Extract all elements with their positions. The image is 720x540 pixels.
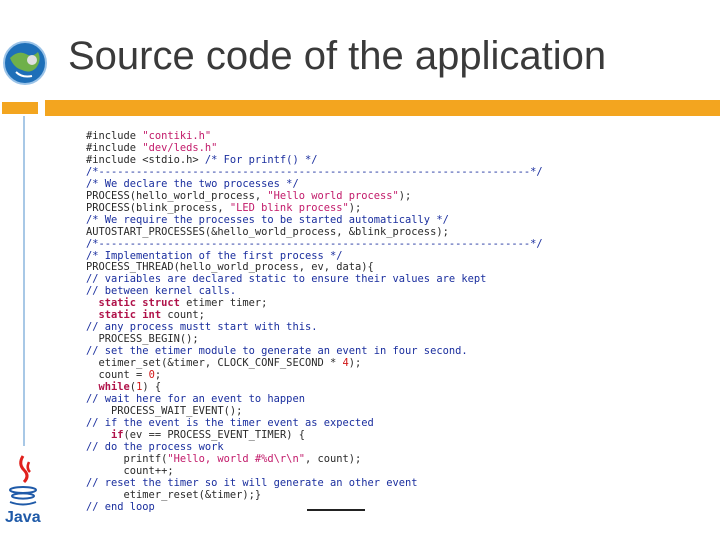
code-token: // set the etimer module to generate an … — [86, 345, 468, 358]
code-token: while — [98, 381, 130, 394]
code-token: etimer_set(&timer, CLOCK_CONF_SECOND * — [86, 357, 343, 370]
code-token: #include — [86, 130, 143, 142]
code-line: count++; — [86, 465, 174, 477]
code-token: PROCESS_THREAD(hello_world_process, ev, … — [86, 261, 374, 274]
code-token: "Hello, world #%d\r\n" — [167, 452, 305, 465]
source-code-block: #include "contiki.h" #include "dev/leds.… — [86, 130, 543, 514]
code-line: // any process mustt start with this. — [86, 321, 317, 333]
code-line: /* Implementation of the first process *… — [86, 250, 342, 262]
code-token: PROCESS(blink_process, — [86, 201, 230, 214]
code-line: PROCESS(blink_process, "LED blink proces… — [86, 202, 361, 214]
code-token: PROCESS_WAIT_EVENT(); — [86, 404, 243, 417]
code-line: PROCESS_WAIT_EVENT(); — [86, 405, 242, 417]
slide-title: Source code of the application — [68, 34, 607, 78]
code-token — [86, 381, 99, 393]
code-token: // end loop — [86, 500, 155, 513]
code-line: /* We declare the two processes */ — [86, 178, 299, 190]
code-token: // reset the timer so it will generate a… — [86, 476, 418, 489]
code-line: // variables are declared static to ensu… — [86, 273, 486, 285]
code-token: if — [111, 428, 124, 441]
code-line: PROCESS_BEGIN(); — [86, 333, 199, 345]
code-token: PROCESS(hello_world_process, — [86, 189, 268, 202]
code-token — [86, 297, 99, 309]
code-token: "Hello world process" — [267, 189, 399, 202]
code-line: // set the etimer module to generate an … — [86, 345, 468, 357]
code-token: ) { — [142, 381, 162, 394]
code-token: AUTOSTART_PROCESSES(&hello_world_process… — [86, 225, 449, 238]
code-line: // reset the timer so it will generate a… — [86, 477, 418, 489]
code-token: /*--------------------------------------… — [86, 165, 543, 178]
code-line: // end loop — [86, 501, 155, 513]
code-line: PROCESS_THREAD(hello_world_process, ev, … — [86, 261, 374, 274]
code-line: #include "dev/leds.h" — [86, 142, 217, 154]
code-token: , count); — [304, 452, 362, 465]
code-token: etimer timer; — [179, 297, 268, 310]
code-token: ); — [348, 201, 362, 214]
underline-mark — [307, 509, 365, 511]
code-token: // between kernel calls. — [86, 285, 237, 298]
java-logo-text: Java — [5, 509, 41, 526]
code-token: "contiki.h" — [142, 130, 212, 142]
code-token — [86, 309, 99, 321]
code-line: etimer_reset(&timer);} — [86, 488, 262, 501]
code-token: static int — [98, 309, 162, 322]
code-line: // if the event is the timer event as ex… — [86, 417, 374, 429]
code-token: // if the event is the timer event as ex… — [86, 416, 374, 429]
code-token: #include — [86, 141, 143, 154]
code-token: /* We declare the two processes */ — [86, 177, 299, 190]
code-token: printf( — [86, 452, 168, 465]
code-token: ; — [154, 369, 162, 382]
code-line: count = 0; — [86, 369, 162, 382]
code-token: 4 — [342, 357, 349, 370]
code-line: etimer_set(&timer, CLOCK_CONF_SECOND * 4… — [86, 357, 362, 370]
code-token: PROCESS_BEGIN(); — [86, 333, 199, 346]
java-logo-icon: Java — [5, 455, 41, 526]
code-line: // do the process work — [86, 441, 224, 453]
code-token: ( — [129, 381, 137, 394]
code-token: /* Implementation of the first process *… — [86, 249, 343, 262]
code-line: /* We require the processes to be starte… — [86, 214, 449, 226]
code-token: // any process mustt start with this. — [86, 321, 318, 334]
code-line: #include "contiki.h" — [86, 130, 211, 142]
vertical-rule — [23, 116, 25, 446]
code-line: AUTOSTART_PROCESSES(&hello_world_process… — [86, 226, 449, 238]
code-line: #include <stdio.h> /* For printf() */ — [86, 154, 317, 166]
globe-logo-icon — [3, 41, 47, 85]
code-line: /*--------------------------------------… — [86, 238, 543, 250]
code-token: "dev/leds.h" — [142, 141, 218, 154]
code-line: /*--------------------------------------… — [86, 166, 543, 178]
accent-bar-outline — [0, 100, 40, 116]
code-token: ); — [348, 357, 362, 370]
code-token: // variables are declared static to ensu… — [86, 273, 487, 286]
code-token: 0 — [148, 369, 155, 382]
accent-bar-large — [45, 100, 720, 116]
code-token: 1 — [136, 381, 143, 394]
accent-bar-small — [0, 100, 40, 116]
code-token: /*--------------------------------------… — [86, 237, 543, 250]
code-token: #include <stdio.h> — [86, 153, 205, 166]
code-line: static int count; — [86, 309, 205, 321]
code-token: // do the process work — [86, 440, 224, 453]
code-token: "LED blink process" — [229, 201, 349, 214]
code-line: // wait here for an event to happen — [86, 393, 305, 405]
code-token: static struct — [98, 297, 180, 310]
code-token — [86, 429, 111, 441]
code-token: (ev == PROCESS_EVENT_TIMER) { — [123, 428, 305, 441]
code-token: count++; — [86, 464, 174, 477]
code-token: count = — [86, 369, 149, 382]
code-line: PROCESS(hello_world_process, "Hello worl… — [86, 190, 411, 202]
code-line: static struct etimer timer; — [86, 297, 268, 310]
code-token: count; — [161, 309, 205, 322]
code-line: printf("Hello, world #%d\r\n", count); — [86, 452, 362, 465]
code-token: /* We require the processes to be starte… — [86, 213, 449, 226]
code-line: // between kernel calls. — [86, 285, 236, 297]
code-line: while(1) { — [86, 381, 162, 394]
code-token: /* For printf() */ — [204, 153, 318, 166]
code-token: // wait here for an event to happen — [86, 392, 305, 405]
code-token: ); — [398, 189, 412, 202]
code-token: etimer_reset(&timer);} — [86, 488, 262, 501]
code-line: if(ev == PROCESS_EVENT_TIMER) { — [86, 429, 305, 441]
